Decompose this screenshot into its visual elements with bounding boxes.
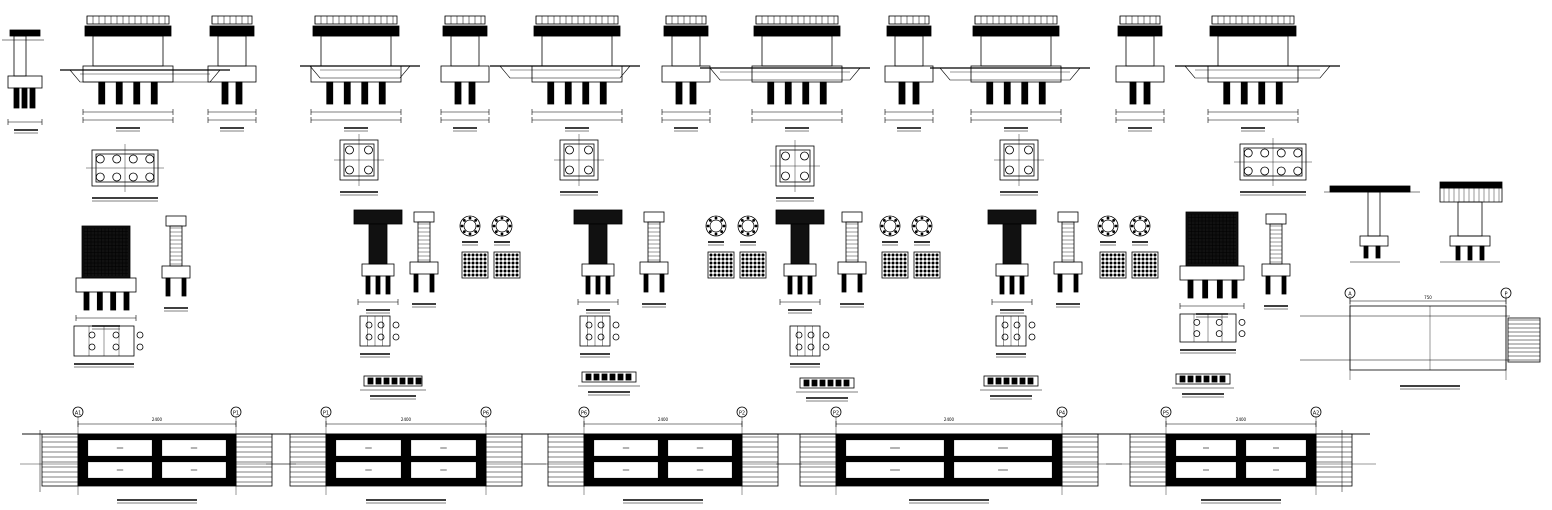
mesh-detail-b-2 xyxy=(739,251,767,279)
pile-section-a-2 xyxy=(705,215,727,246)
ground-line xyxy=(1175,65,1340,79)
pile-plan-5 xyxy=(995,315,1036,358)
pier-elevation-1 xyxy=(82,15,174,132)
grid-bubble-label: P1 xyxy=(323,411,329,417)
plan-dimension-text: 2400 xyxy=(1236,417,1247,422)
pier-section-3 xyxy=(775,209,825,314)
pier-column-detail-1 xyxy=(409,211,439,308)
grid-bubble-label: P6 xyxy=(483,411,489,417)
pier-elevation-6 xyxy=(661,15,711,132)
pile-cap-plan-1 xyxy=(86,144,164,202)
pile-section-a-1 xyxy=(459,215,481,246)
pier-elevation-4 xyxy=(440,15,490,132)
pile-cap-plan-3 xyxy=(554,134,604,196)
pile-plan-2 xyxy=(359,315,400,358)
pile-plan-6 xyxy=(1179,313,1246,354)
pile-section-a-3 xyxy=(879,215,901,246)
pile-plan-3 xyxy=(579,315,620,358)
pile-cap-plan-6 xyxy=(1234,138,1312,196)
pile-section-a-4 xyxy=(1097,215,1119,246)
deck-plan-4: P2 P4 2400 xyxy=(22,406,1370,504)
grid-bubble-label: P2 xyxy=(833,411,839,417)
pile-section-b-3 xyxy=(911,215,933,246)
mesh-detail-a-2 xyxy=(707,251,735,279)
ground-line xyxy=(60,69,230,83)
deck-plan-5: P5 A2 2400 xyxy=(22,406,1376,504)
pier-elevation-2 xyxy=(207,15,257,132)
ground-line xyxy=(300,65,420,79)
pile-section-b-4 xyxy=(1129,215,1151,246)
pier-column-detail-3 xyxy=(837,211,867,308)
grid-bubble-label: P1 xyxy=(233,411,239,417)
pier-section-1 xyxy=(353,209,403,314)
grid-bubble-label: A xyxy=(1348,292,1352,298)
abutment-column-detail-1 xyxy=(161,215,191,312)
grid-bubble-label: P6 xyxy=(581,411,587,417)
pile-plan-left xyxy=(73,325,144,368)
mesh-detail-a-3 xyxy=(881,251,909,279)
abutment-wall-reinforcement-2 xyxy=(1179,211,1245,318)
pier-elevation-7 xyxy=(751,15,843,132)
pier-elevation-5 xyxy=(531,15,623,132)
pile-cap-plan-5 xyxy=(994,134,1044,196)
abutment-elevation xyxy=(2,29,44,134)
plan-dimension-text: 2400 xyxy=(658,417,669,422)
pile-section-b-2 xyxy=(737,215,759,246)
pier-column-detail-2 xyxy=(639,211,669,308)
ground-line xyxy=(930,67,1090,81)
grid-bubble-label: P2 xyxy=(739,411,745,417)
pile-cap-plan-4 xyxy=(770,140,820,202)
pier-elevation-10 xyxy=(1115,15,1165,132)
grid-bubble-label: P xyxy=(1504,292,1507,298)
plan-dimension-text: 2400 xyxy=(152,417,163,422)
bearing-detail-1 xyxy=(360,375,426,400)
pier-section-4 xyxy=(987,209,1037,314)
pile-cap-plan-2 xyxy=(334,134,384,196)
pile-plan-4 xyxy=(789,325,830,368)
plan-dimension-text: 750 xyxy=(1424,295,1432,300)
plan-dimension-text: 2400 xyxy=(401,417,412,422)
grid-bubble-label: P5 xyxy=(1163,411,1169,417)
abutment-column-detail-2 xyxy=(1261,213,1291,310)
mesh-detail-b-4 xyxy=(1131,251,1159,279)
pier-elevation-8 xyxy=(884,15,934,132)
bearing-detail-4 xyxy=(980,375,1042,400)
abutment-wall-reinforcement-1 xyxy=(75,225,137,330)
mesh-detail-b-3 xyxy=(913,251,941,279)
bearing-detail-5 xyxy=(1172,373,1234,398)
ground-line xyxy=(490,65,640,79)
grid-bubble-label: A2 xyxy=(1313,411,1320,417)
pier-column-detail-4 xyxy=(1053,211,1083,308)
mesh-detail-a-4 xyxy=(1099,251,1127,279)
deck-cross-sections xyxy=(1324,181,1503,263)
pile-section-b-1 xyxy=(491,215,513,246)
pier-elevation-9 xyxy=(970,15,1062,132)
mesh-detail-b-1 xyxy=(493,251,521,279)
pier-elevation-11 xyxy=(1207,15,1299,132)
grid-bubble-label: P4 xyxy=(1059,411,1065,417)
plan-dimension-text: 2400 xyxy=(944,417,955,422)
bearing-detail-3 xyxy=(796,377,858,402)
deck-plan-right: A P 750 xyxy=(1300,287,1541,390)
grid-bubble-label: A1 xyxy=(75,411,82,417)
deck-plan-3: P6 P2 2400 xyxy=(22,406,1370,504)
pier-section-2 xyxy=(573,209,623,314)
pier-elevation-3 xyxy=(310,15,402,132)
bearing-detail-2 xyxy=(578,371,640,396)
ground-line xyxy=(700,67,870,81)
mesh-detail-a-1 xyxy=(461,251,489,279)
